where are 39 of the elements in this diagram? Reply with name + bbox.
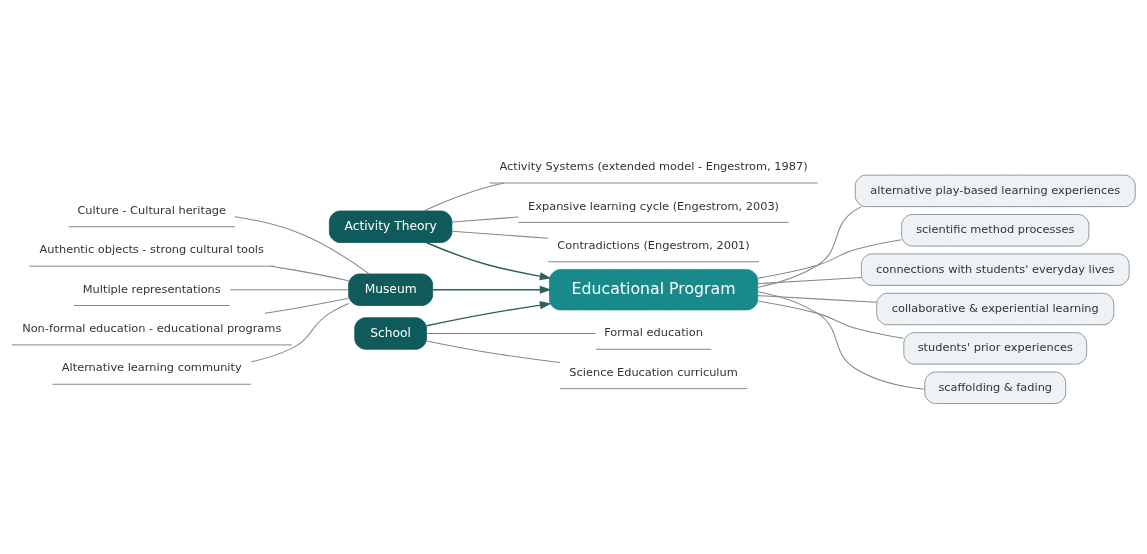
connector [264,297,350,314]
connector [451,230,549,239]
arrow [425,300,552,326]
node-box: Educational Program [549,268,759,310]
node-box: connections with students' everyday lives [860,252,1130,286]
connector [426,340,561,363]
node-box: scaffolding & fading [924,371,1067,404]
connector [423,182,505,211]
connector [757,294,878,303]
node-text: Formal education [604,324,703,339]
connector [757,290,926,390]
node-box: students' prior experiences [903,331,1088,365]
node-text: Non-formal education - educational programs [22,320,282,335]
node-text: Alternative learning community [61,359,242,374]
node-box: Activity Theory [328,210,453,243]
connector [757,300,905,339]
arrow [432,285,552,294]
connector [234,215,370,274]
connector [270,265,350,281]
connector [757,276,862,284]
node-text: Contradictions (Engestrom, 2001) [557,237,750,252]
node-box: Museum [348,273,434,306]
connector [229,288,349,290]
connector [250,302,349,362]
node-box: scientific method processes [901,213,1090,246]
connector [757,238,902,279]
arrow [425,241,552,280]
node-text: Activity Systems (extended model - Engestrom, 1987) [499,158,808,173]
node-text: Culture - Cultural heritage [77,202,227,217]
node-text: Expansive learning cycle (Engestrom, 2003) [528,198,780,213]
node-text: Science Education curriculum [569,364,738,379]
node-box: School [354,316,427,350]
node-text: Authentic objects - strong cultural tools [39,241,264,256]
connector [757,205,862,288]
node-text: Multiple representations [82,281,221,296]
connector [426,332,597,334]
node-box: collaborative & experiential learning [876,292,1115,325]
connector [451,215,519,223]
node-box: alternative play-based learning experiences [854,174,1136,207]
